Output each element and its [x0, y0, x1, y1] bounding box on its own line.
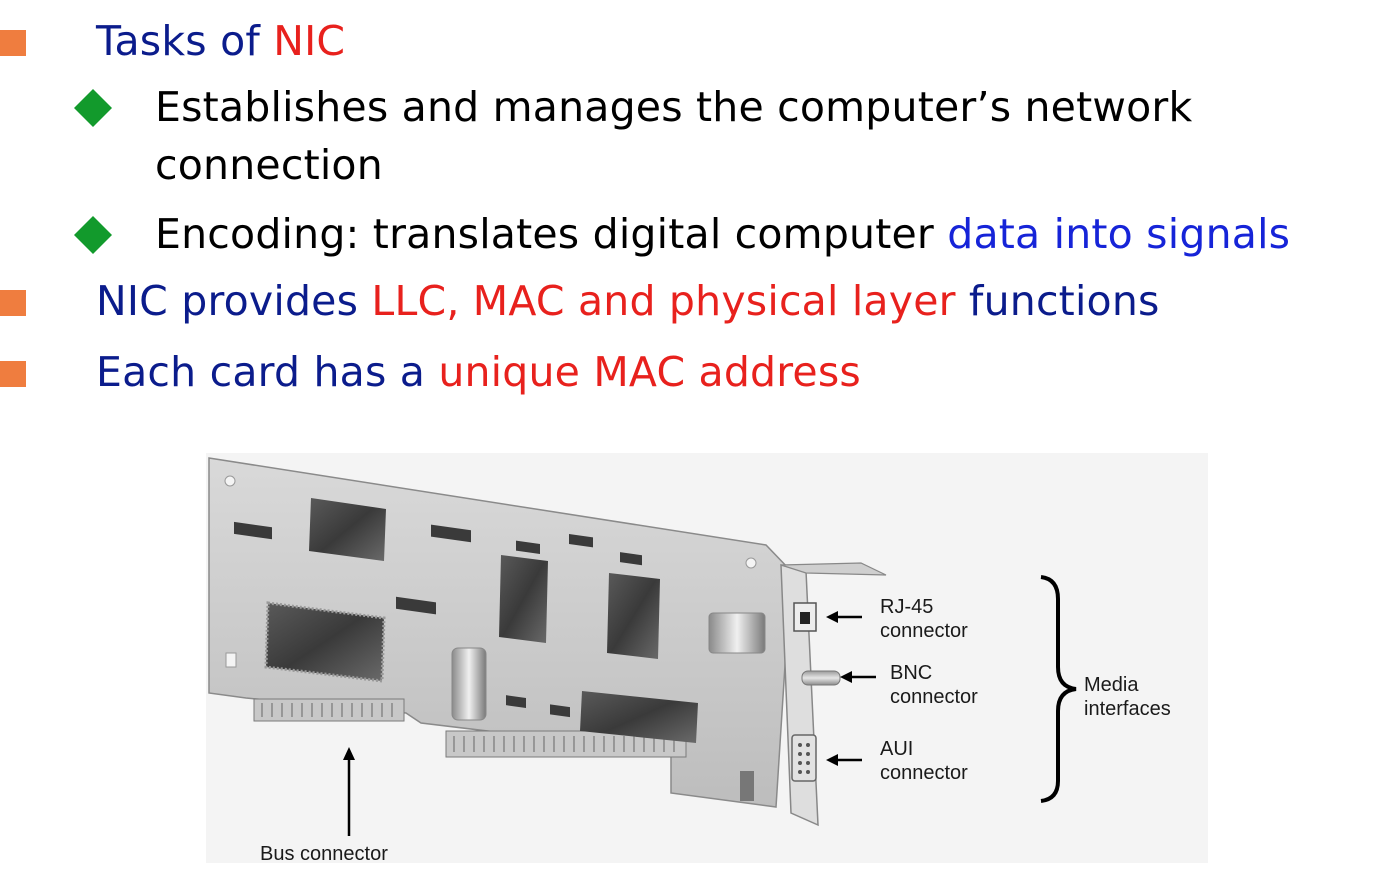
- square-bullet-icon: [0, 361, 26, 387]
- callout-arrows: [343, 611, 876, 836]
- bracket-tab: [780, 562, 887, 576]
- bnc-line2: connector: [890, 686, 978, 708]
- sub-bullet-text: Encoding: translates digital computer da…: [155, 205, 1290, 263]
- bnc-line1: BNC: [890, 662, 933, 684]
- qfp-chip: [264, 601, 386, 683]
- media-interfaces-label: Media interfaces: [1084, 673, 1171, 721]
- bnc-port: [801, 670, 841, 686]
- sub-bullet-encoding: Encoding: translates digital computer da…: [73, 205, 1290, 263]
- aui-line1: AUI: [880, 738, 914, 760]
- bus-connector-pins: [253, 698, 687, 758]
- bullet-nic-provides: NIC provides LLC, MAC and physical layer…: [0, 272, 1160, 330]
- layers-highlight: LLC, MAC and physical layer: [371, 277, 956, 325]
- aui-line2: connector: [880, 762, 968, 784]
- long-chip: [580, 691, 698, 743]
- functions-label: functions: [955, 277, 1160, 325]
- unique-mac-highlight: unique MAC address: [438, 348, 861, 396]
- crystal-cylinder: [451, 647, 487, 721]
- sub-bullet-establishes: Establishes and manages the computer’s n…: [73, 78, 1192, 194]
- provides-label: provides: [168, 277, 372, 325]
- rj45-line1: RJ-45: [880, 596, 934, 618]
- sub-bullet-line1: Establishes and manages the computer’s n…: [155, 83, 1193, 131]
- media-line1: Media: [1084, 674, 1139, 696]
- bullet-unique-mac: Each card has a unique MAC address: [0, 343, 861, 401]
- sub-bullet-line2: connection: [155, 141, 383, 189]
- aui-label: AUI connector: [880, 737, 968, 785]
- diamond-bullet-icon: [74, 89, 112, 127]
- bullet-text: Each card has a unique MAC address: [96, 343, 861, 401]
- top-square-chip: [309, 498, 386, 561]
- data-into-signals: data into signals: [947, 210, 1291, 258]
- square-bullet-icon: [0, 290, 26, 316]
- dip-chip-1: [499, 555, 548, 643]
- media-interfaces-brace: [1040, 575, 1077, 803]
- rj45-line2: connector: [880, 620, 968, 642]
- bullet-tasks-of-nic: Tasks of NIC: [0, 12, 345, 70]
- encoding-label: Encoding: translates digital computer: [155, 210, 948, 258]
- rj45-label: RJ-45 connector: [880, 595, 968, 643]
- bnc-label: BNC connector: [890, 661, 978, 709]
- small-chips: [234, 521, 642, 718]
- bullet-text: NIC provides LLC, MAC and physical layer…: [96, 272, 1160, 330]
- aui-port: [791, 734, 817, 782]
- sub-bullet-text: Establishes and manages the computer’s n…: [155, 78, 1192, 194]
- tasks-label: Tasks of: [96, 17, 274, 65]
- transformer: [708, 612, 766, 654]
- nic-figure: RJ-45 connector BNC connector AUI connec…: [206, 453, 1208, 865]
- nic-card-illustration: [208, 457, 1077, 836]
- dip-chip-2: [607, 573, 660, 659]
- each-card-label: Each card has a: [96, 348, 439, 396]
- bullet-text: Tasks of NIC: [96, 12, 345, 70]
- diamond-bullet-icon: [74, 216, 112, 254]
- media-line2: interfaces: [1084, 698, 1171, 720]
- nic-highlight: NIC: [273, 17, 346, 65]
- bus-connector-label: Bus connector: [260, 843, 388, 865]
- nic-label: NIC: [96, 277, 168, 325]
- square-bullet-icon: [0, 30, 26, 56]
